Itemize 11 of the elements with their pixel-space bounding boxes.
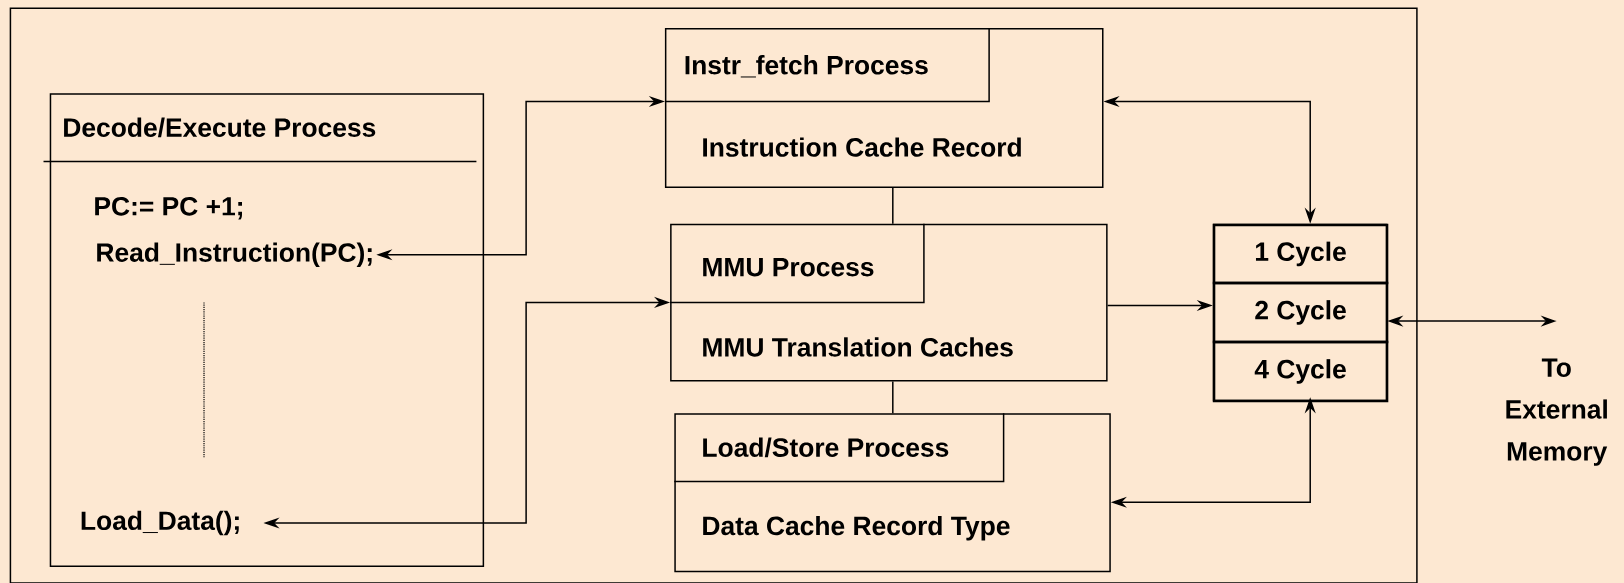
code-line: Read_Instruction(PC); [97, 242, 372, 268]
code-line: Load_Data(); [81, 510, 239, 536]
memory-label: To External Memory [1506, 358, 1608, 466]
process-box: Instr_fetch Process Instruction Cache Record [664, 27, 1104, 188]
cycle-cell: 4 Cycle [1212, 340, 1389, 403]
connector [892, 380, 894, 415]
process-box: Load/Store Process Data Cache Record Type [673, 412, 1111, 573]
cycle-cell: 2 Cycle [1212, 281, 1389, 344]
connector [892, 187, 894, 225]
cycle-cell: 1 Cycle [1212, 223, 1389, 285]
process-box: MMU Process MMU Translation Caches [669, 222, 1108, 382]
